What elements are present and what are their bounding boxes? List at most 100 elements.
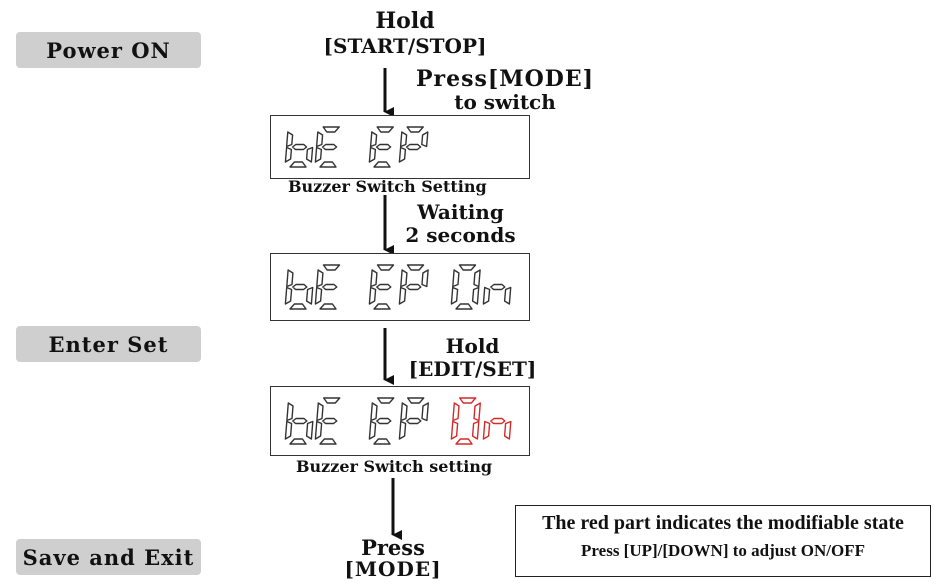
- segment-g: [321, 143, 338, 151]
- lcd-digit-4: [450, 397, 482, 445]
- segment-g: [322, 283, 338, 291]
- segment-g: [490, 417, 506, 425]
- segment-e: [284, 420, 293, 440]
- lcd-display-beep-on-edit: [270, 386, 530, 456]
- lcd-digit-3: [398, 397, 430, 440]
- lcd-digit-5: [482, 417, 512, 440]
- lcd-digit-1: [314, 126, 340, 168]
- step-save-exit: Save and Exit: [16, 539, 201, 575]
- segment-d: [373, 438, 391, 445]
- segment-a: [322, 126, 340, 133]
- lcd-digit-0: [284, 402, 314, 445]
- segment-a: [376, 126, 394, 133]
- lcd-digit-2: [368, 397, 395, 445]
- segment-a: [322, 264, 341, 271]
- segment-d: [455, 438, 473, 445]
- press-mode-label: Press[MODE] to switch: [400, 68, 610, 112]
- segment-g: [375, 143, 392, 151]
- lcd-digit-3: [398, 264, 429, 305]
- hold-start-label: Hold [START/STOP]: [305, 10, 505, 56]
- press-mode-line1: Press[MODE]: [415, 66, 595, 92]
- step-enter-set-label: Enter Set: [48, 331, 169, 357]
- segment-f: [286, 402, 294, 422]
- segment-e: [314, 286, 323, 305]
- segment-c: [305, 286, 314, 305]
- segment-e: [368, 420, 377, 440]
- step-power-on-label: Power ON: [46, 37, 171, 63]
- segment-d: [289, 438, 307, 445]
- segment-f: [400, 269, 408, 288]
- segment-f: [452, 402, 460, 422]
- segment-g: [406, 417, 422, 425]
- segment-d: [319, 303, 337, 310]
- segment-b: [421, 269, 429, 288]
- segment-g: [405, 143, 422, 151]
- segment-a: [458, 264, 477, 271]
- segment-g: [376, 417, 392, 425]
- lcd-digit-5: [482, 283, 512, 305]
- hold-edit-label: Hold [EDIT/SET]: [390, 336, 555, 379]
- segment-d: [319, 438, 337, 445]
- segment-d: [373, 161, 391, 168]
- segment-a: [323, 397, 341, 404]
- segment-d: [289, 303, 307, 310]
- segment-f: [370, 402, 378, 422]
- segment-f: [452, 269, 460, 288]
- lcd-digit-2: [368, 126, 394, 168]
- hold-edit-line2: [EDIT/SET]: [408, 357, 537, 381]
- lcd-digit-3: [398, 126, 429, 163]
- segment-e: [398, 286, 407, 305]
- segment-f: [369, 131, 378, 148]
- segment-d: [289, 161, 307, 168]
- segment-g: [490, 283, 506, 291]
- segment-e: [284, 146, 293, 163]
- segment-d: [319, 161, 337, 168]
- hold-edit-line1: Hold: [445, 334, 500, 358]
- press-mode-final-line1: Press: [361, 535, 425, 560]
- lcd-digit-4: [450, 264, 481, 310]
- waiting-line2: 2 seconds: [405, 223, 516, 247]
- segment-b: [421, 402, 430, 422]
- waiting-line1: Waiting: [417, 200, 504, 224]
- press-mode-final-line2: [MODE]: [344, 557, 442, 581]
- segment-f: [400, 402, 408, 422]
- lcd-caption-3: Buzzer Switch setting: [296, 457, 493, 476]
- segment-g: [292, 417, 308, 425]
- segment-d: [373, 303, 391, 310]
- segment-g: [406, 283, 422, 291]
- note-line1: The red part indicates the modifiable st…: [542, 512, 904, 534]
- segment-a: [458, 397, 477, 404]
- segment-c: [503, 420, 512, 440]
- note-box: The red part indicates the modifiable st…: [515, 505, 931, 577]
- segment-e: [398, 420, 407, 440]
- lcd-caption-1: Buzzer Switch Setting: [288, 177, 487, 196]
- segment-g: [322, 417, 338, 425]
- segment-e: [368, 146, 377, 163]
- segment-f: [316, 402, 324, 422]
- segment-e: [482, 420, 491, 440]
- segment-a: [406, 397, 425, 404]
- segment-g: [376, 283, 392, 291]
- segment-e: [284, 286, 293, 305]
- lcd-digit-1: [314, 264, 341, 310]
- segment-a: [376, 264, 395, 271]
- segment-f: [285, 131, 294, 148]
- segment-c: [471, 286, 480, 305]
- segment-f: [399, 131, 408, 148]
- segment-e: [368, 286, 377, 305]
- step-enter-set: Enter Set: [16, 326, 201, 362]
- segment-e: [314, 146, 323, 163]
- segment-a: [406, 264, 425, 271]
- segment-c: [305, 420, 314, 440]
- segment-f: [286, 269, 294, 288]
- segment-e: [450, 286, 459, 305]
- segment-c: [305, 146, 314, 163]
- segment-e: [450, 420, 459, 440]
- segment-d: [455, 303, 473, 310]
- segment-e: [482, 286, 491, 305]
- lcd-digit-0: [284, 269, 314, 310]
- lcd-display-beep-on: [270, 253, 530, 321]
- lcd-display-beep: [270, 115, 530, 179]
- segment-c: [471, 420, 480, 440]
